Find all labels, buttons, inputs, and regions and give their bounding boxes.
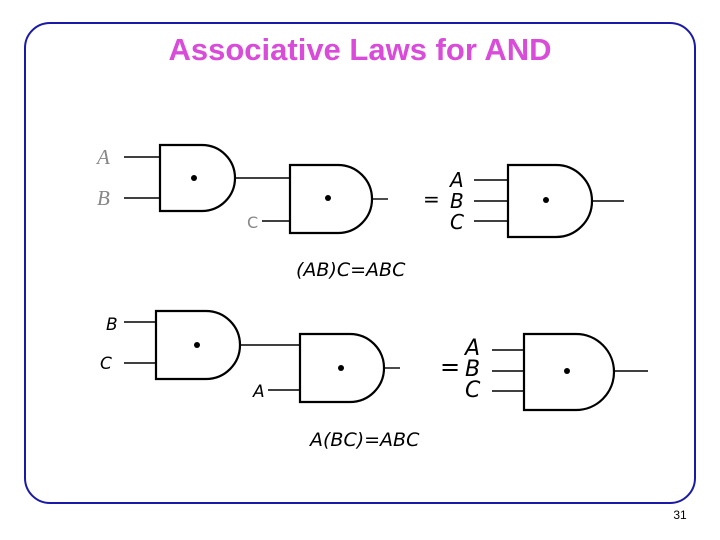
page-number: 31: [673, 508, 687, 522]
top-three-gate-dot: [543, 197, 549, 203]
top-and-gate-abc: [288, 163, 374, 235]
bottom-eq-input-c-label: C: [465, 378, 481, 403]
top-eq-input-b-label: B: [450, 189, 464, 213]
bottom-input-b-label: B: [106, 315, 118, 335]
bottom-right-circuit: = A B C: [440, 332, 648, 412]
bottom-input-a-label: A: [252, 382, 265, 402]
slide-frame: [24, 22, 696, 504]
bottom-gate-bc-dot: [194, 342, 200, 348]
top-equals-sign: =: [423, 187, 440, 211]
bottom-equals-sign: =: [440, 353, 460, 381]
top-right-circuit: = A B C: [423, 163, 624, 239]
top-input-c-label: C: [247, 213, 258, 232]
bottom-gate-abc-dot: [338, 365, 344, 371]
top-input-a-label: A: [95, 145, 110, 169]
top-left-circuit: A B C: [95, 143, 388, 235]
top-and-gate-ab: [158, 143, 237, 213]
top-gate-ab-dot: [191, 175, 197, 181]
top-three-input-and-gate: [506, 163, 594, 239]
top-eq-input-c-label: C: [450, 210, 464, 234]
bottom-eq-input-b-label: B: [465, 357, 480, 382]
slide-title: Associative Laws for AND: [168, 32, 552, 67]
bottom-three-gate-dot: [564, 368, 570, 374]
top-caption: (AB)C=ABC: [296, 259, 406, 281]
top-gate-abc-dot: [325, 195, 331, 201]
bottom-left-circuit: B C A: [100, 309, 400, 404]
top-eq-input-a-label: A: [448, 168, 464, 192]
bottom-input-c-label: C: [100, 354, 112, 374]
bottom-eq-input-a-label: A: [463, 336, 480, 361]
bottom-caption: A(BC)=ABC: [308, 429, 420, 451]
top-input-b-label: B: [97, 186, 110, 210]
